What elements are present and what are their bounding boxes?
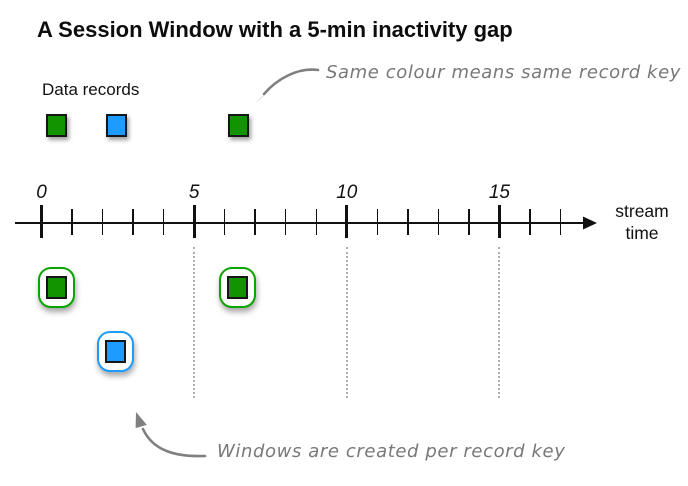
axis-minor-tick (254, 209, 256, 235)
axis-minor-tick (529, 209, 531, 235)
axis-minor-tick (101, 209, 104, 235)
axis-major-tick (345, 205, 349, 238)
inactivity-gap-guide (193, 247, 196, 398)
axis-minor-tick (132, 209, 134, 235)
axis-minor-tick (315, 209, 318, 235)
same-colour-annotation: Same colour means same record key (326, 62, 682, 83)
stream-time-axis (15, 222, 585, 224)
axis-caption-line2: time (625, 223, 659, 243)
axis-minor-tick (71, 209, 73, 235)
axis-minor-tick (223, 209, 226, 235)
windows-created-arrowhead-icon (135, 412, 147, 429)
axis-tick-label: 5 (188, 182, 200, 203)
axis-minor-tick (437, 209, 440, 235)
axis-minor-tick (284, 209, 287, 235)
inactivity-gap-guide (498, 247, 501, 398)
diagram-title: A Session Window with a 5-min inactivity… (37, 17, 513, 42)
axis-caption-line1: stream (615, 201, 669, 221)
session-window-green (37, 267, 75, 308)
axis-major-tick (40, 205, 43, 238)
axis-major-tick (192, 205, 196, 238)
same-colour-arrowhead-icon (254, 90, 269, 104)
data-records-label: Data records (42, 80, 140, 99)
windowed-record-square-green (45, 276, 67, 299)
axis-minor-tick (407, 209, 409, 235)
axis-tick-label: 15 (488, 182, 510, 203)
windows-created-arrow-icon (141, 427, 207, 458)
axis-minor-tick (559, 209, 562, 235)
axis-minor-tick (468, 209, 470, 235)
data-record-square-green (227, 114, 249, 137)
axis-tick-label: 10 (336, 182, 358, 203)
data-record-square-green (46, 114, 68, 137)
axis-caption: stream time (606, 200, 678, 244)
axis-major-tick (497, 205, 501, 238)
windows-created-annotation: Windows are created per record key (217, 441, 566, 462)
windowed-record-square-green (227, 276, 249, 299)
axis-arrowhead-icon (583, 216, 597, 230)
same-colour-arrow-icon (262, 68, 320, 96)
session-window-green (219, 267, 257, 308)
axis-minor-tick (162, 209, 165, 235)
data-record-square-blue (105, 114, 127, 137)
session-window-blue (97, 331, 135, 372)
axis-tick-label: 0 (36, 182, 47, 203)
windowed-record-square-blue (105, 340, 127, 363)
axis-minor-tick (376, 209, 379, 235)
inactivity-gap-guide (345, 247, 348, 398)
